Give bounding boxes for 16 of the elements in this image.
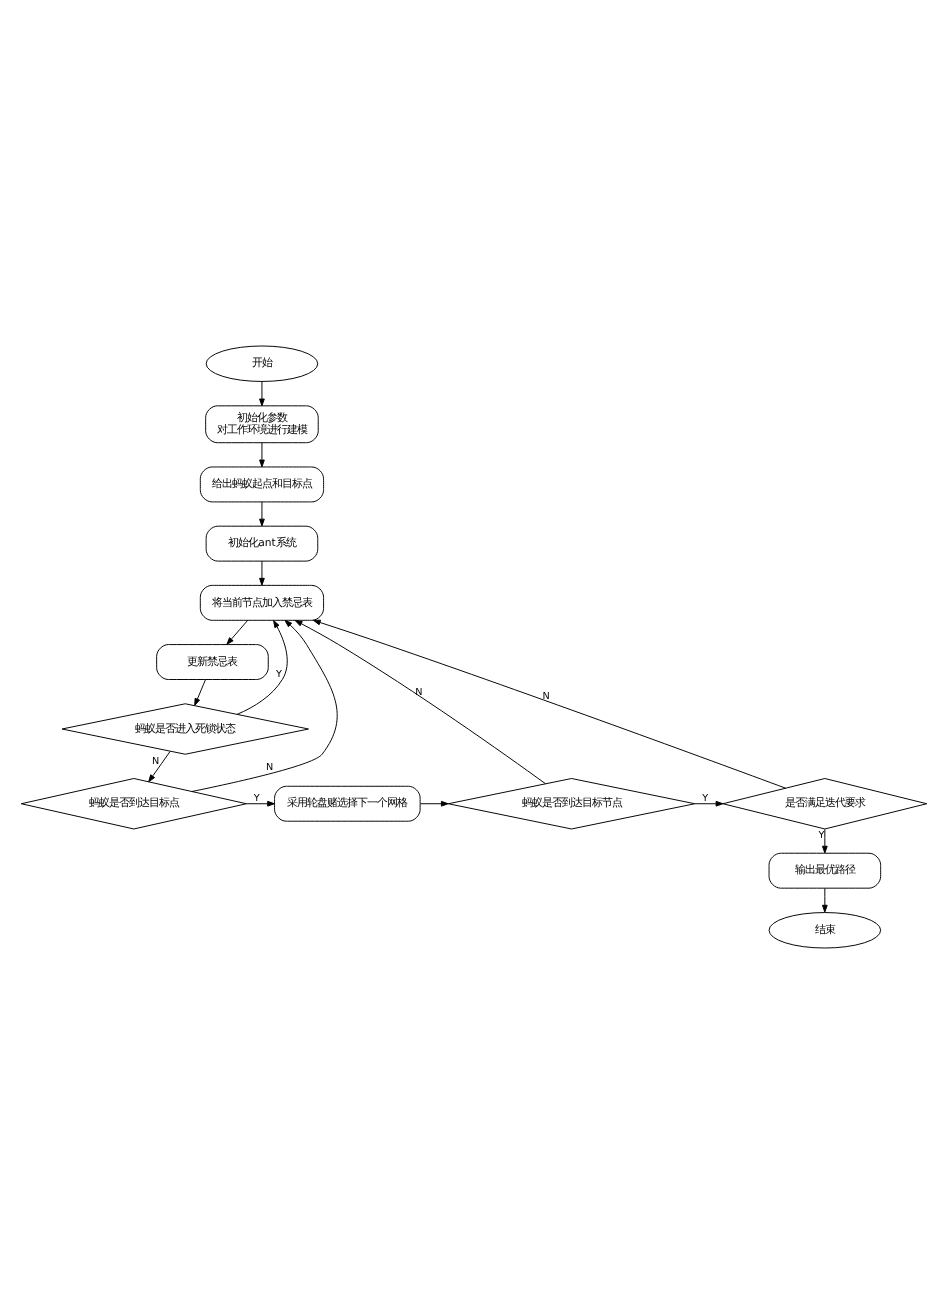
arrow	[236, 620, 288, 715]
arrow	[259, 501, 265, 527]
arrow	[420, 800, 449, 807]
arrow	[259, 381, 265, 407]
arrow	[245, 800, 275, 807]
arrow	[312, 619, 787, 789]
arrow	[821, 887, 828, 913]
arrow	[694, 800, 724, 807]
arrow	[294, 620, 547, 785]
arrow	[194, 679, 206, 706]
arrow	[148, 750, 171, 783]
arrow	[226, 619, 249, 645]
arrow	[191, 619, 338, 792]
arrow	[821, 828, 828, 854]
arrow	[259, 560, 265, 586]
arrow	[259, 442, 265, 468]
